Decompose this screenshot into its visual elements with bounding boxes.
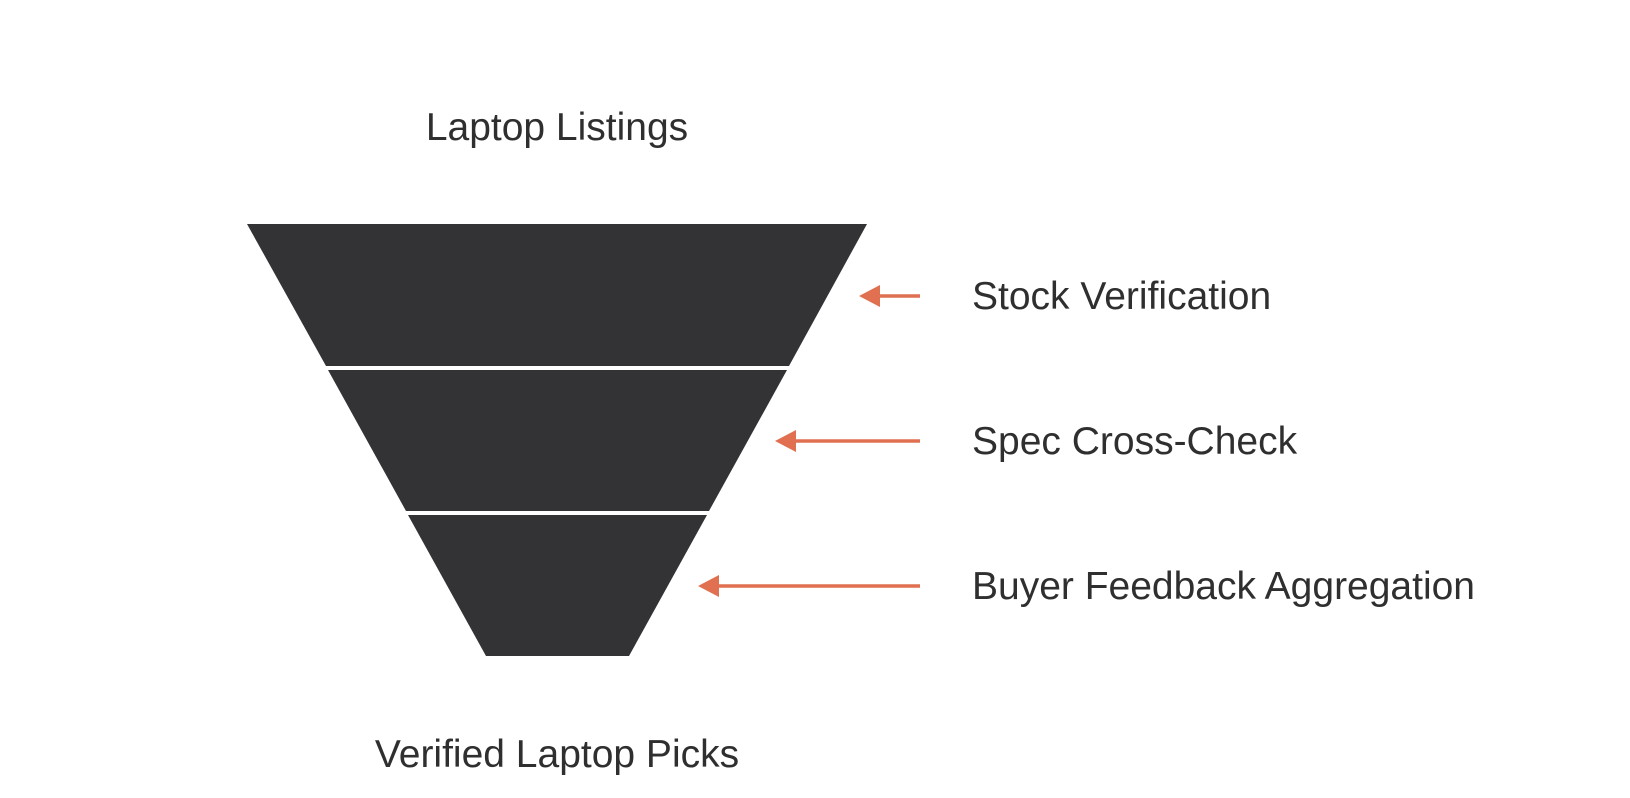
stage-3-arrow-icon: [698, 575, 920, 597]
stage-3-label: Buyer Feedback Aggregation: [972, 565, 1475, 608]
funnel-top-label: Laptop Listings: [426, 106, 688, 149]
funnel-stage-1: [247, 224, 867, 366]
stage-2-label: Spec Cross-Check: [972, 420, 1298, 463]
funnel-stage-2: [328, 370, 787, 511]
stage-1-label: Stock Verification: [972, 275, 1271, 318]
funnel-stage-3: [408, 515, 707, 656]
funnel-bottom-label: Verified Laptop Picks: [375, 733, 739, 776]
stage-2-arrow-icon: [775, 430, 920, 452]
stage-1-arrow-icon: [859, 285, 920, 307]
